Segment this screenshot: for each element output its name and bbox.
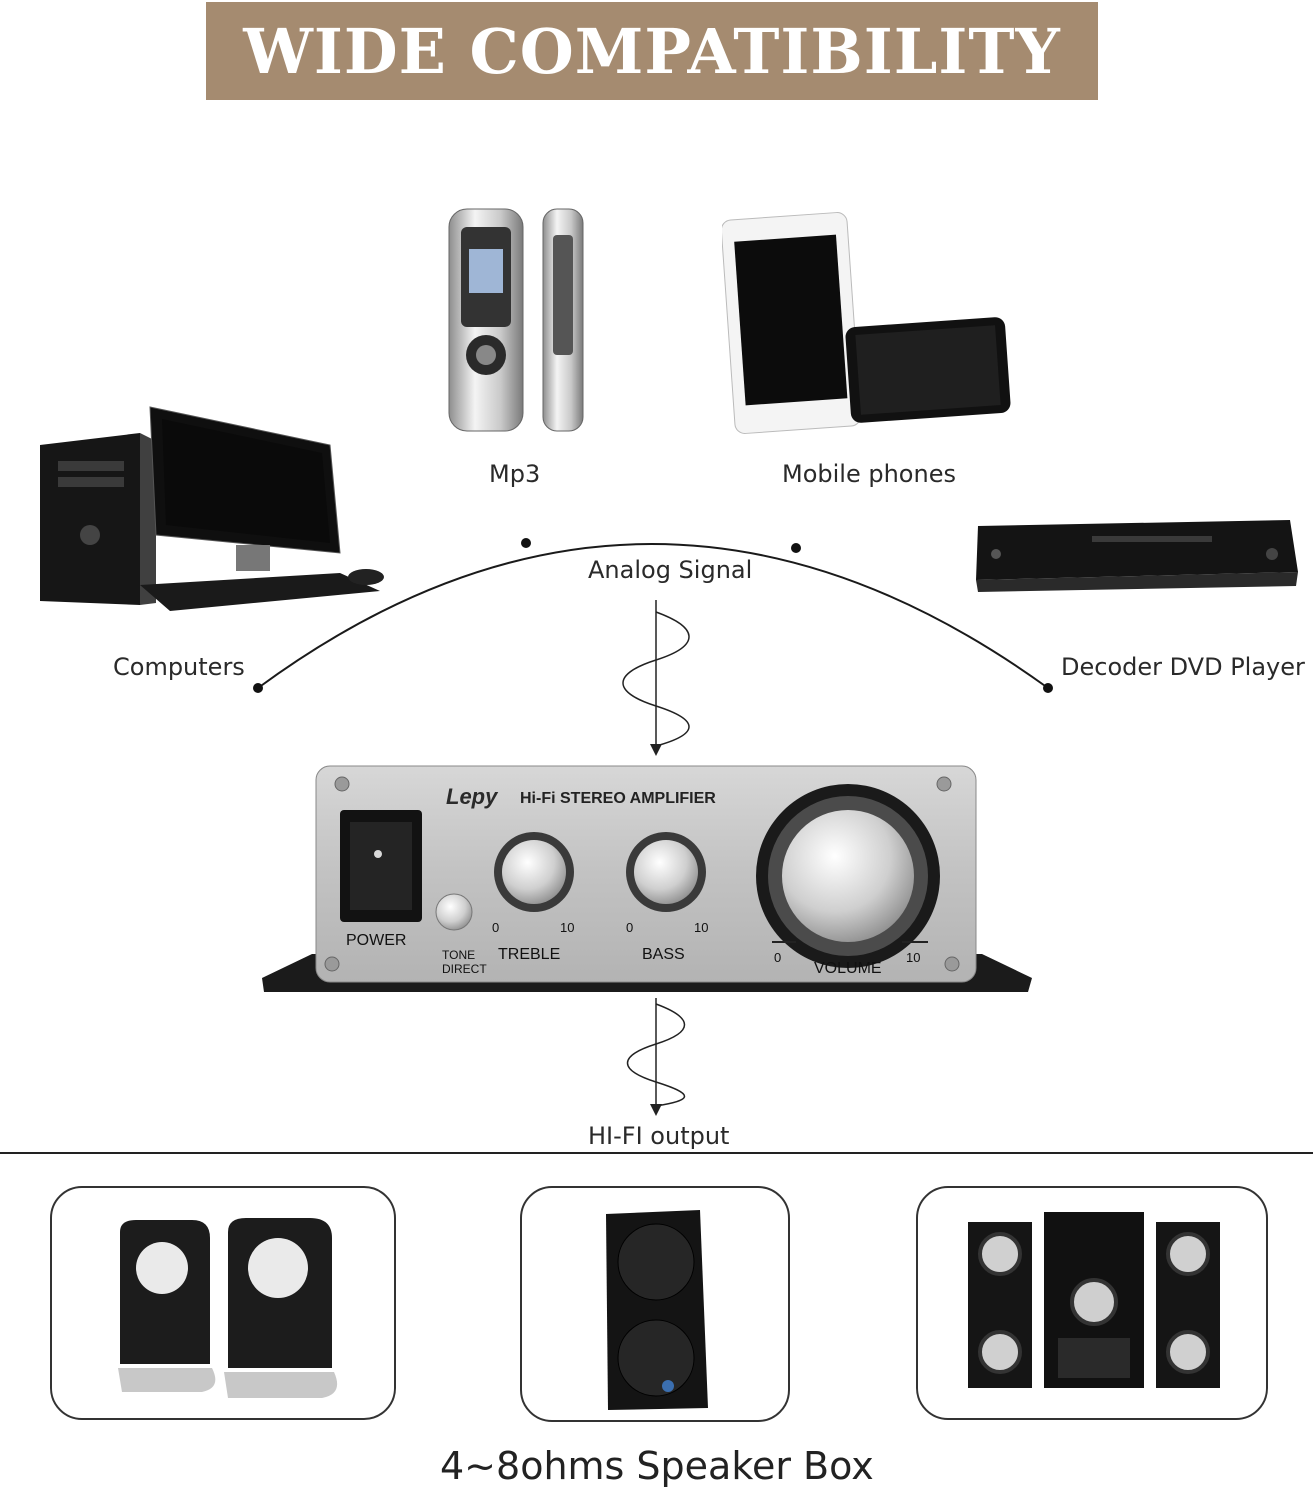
input-signal-wave xyxy=(622,611,690,747)
arc-node-mobile xyxy=(791,543,801,553)
treble-min: 0 xyxy=(492,920,500,935)
mobile-phones-image xyxy=(722,212,1011,434)
speaker-box-caption: 4~8ohms Speaker Box xyxy=(440,1444,874,1488)
computers-label: Computers xyxy=(113,653,245,681)
arc-node-dvd xyxy=(1043,683,1053,693)
desktop-speakers-image xyxy=(118,1218,338,1398)
computer-image xyxy=(40,406,384,611)
bass-min: 0 xyxy=(626,920,634,935)
volume-min: 0 xyxy=(774,950,782,965)
home-theater-image xyxy=(968,1212,1220,1388)
volume-label: VOLUME xyxy=(814,960,882,977)
tone-button xyxy=(435,893,473,931)
hifi-output-label: HI-FI output xyxy=(588,1122,730,1150)
analog-signal-label: Analog Signal xyxy=(588,556,753,584)
volume-max: 10 xyxy=(906,950,921,965)
bass-max: 10 xyxy=(694,920,709,935)
pa-speaker-image xyxy=(606,1210,708,1410)
direct-label: DIRECT xyxy=(442,962,487,976)
title-banner: WIDE COMPATIBILITY xyxy=(206,2,1098,100)
speaker-box-desktop xyxy=(50,1186,396,1420)
input-arrow-icon xyxy=(650,744,662,756)
power-label: POWER xyxy=(346,932,407,949)
speaker-box-pa xyxy=(520,1186,790,1422)
arc-node-mp3 xyxy=(521,538,531,548)
signal-arc xyxy=(253,538,1053,1116)
speaker-box-home-theater xyxy=(916,1186,1268,1420)
treble-max: 10 xyxy=(560,920,575,935)
bass-label: BASS xyxy=(642,946,685,963)
section-divider xyxy=(0,1152,1313,1154)
arc-node-computers xyxy=(253,683,263,693)
output-signal-wave xyxy=(626,1003,686,1107)
amplifier-image xyxy=(262,765,1032,992)
amp-model: Hi-Fi STEREO AMPLIFIER xyxy=(520,790,716,807)
output-arrow-icon xyxy=(650,1104,662,1116)
mobile-phones-label: Mobile phones xyxy=(782,460,956,488)
mp3-label: Mp3 xyxy=(489,460,541,488)
dvd-player-label: Decoder DVD Player xyxy=(1061,653,1305,681)
page-title: WIDE COMPATIBILITY xyxy=(243,14,1061,88)
treble-label: TREBLE xyxy=(498,946,561,963)
tone-label: TONE xyxy=(442,948,476,962)
amp-brand: Lepy xyxy=(446,784,498,809)
mp3-player-image xyxy=(448,208,584,432)
dvd-player-image xyxy=(976,520,1298,592)
